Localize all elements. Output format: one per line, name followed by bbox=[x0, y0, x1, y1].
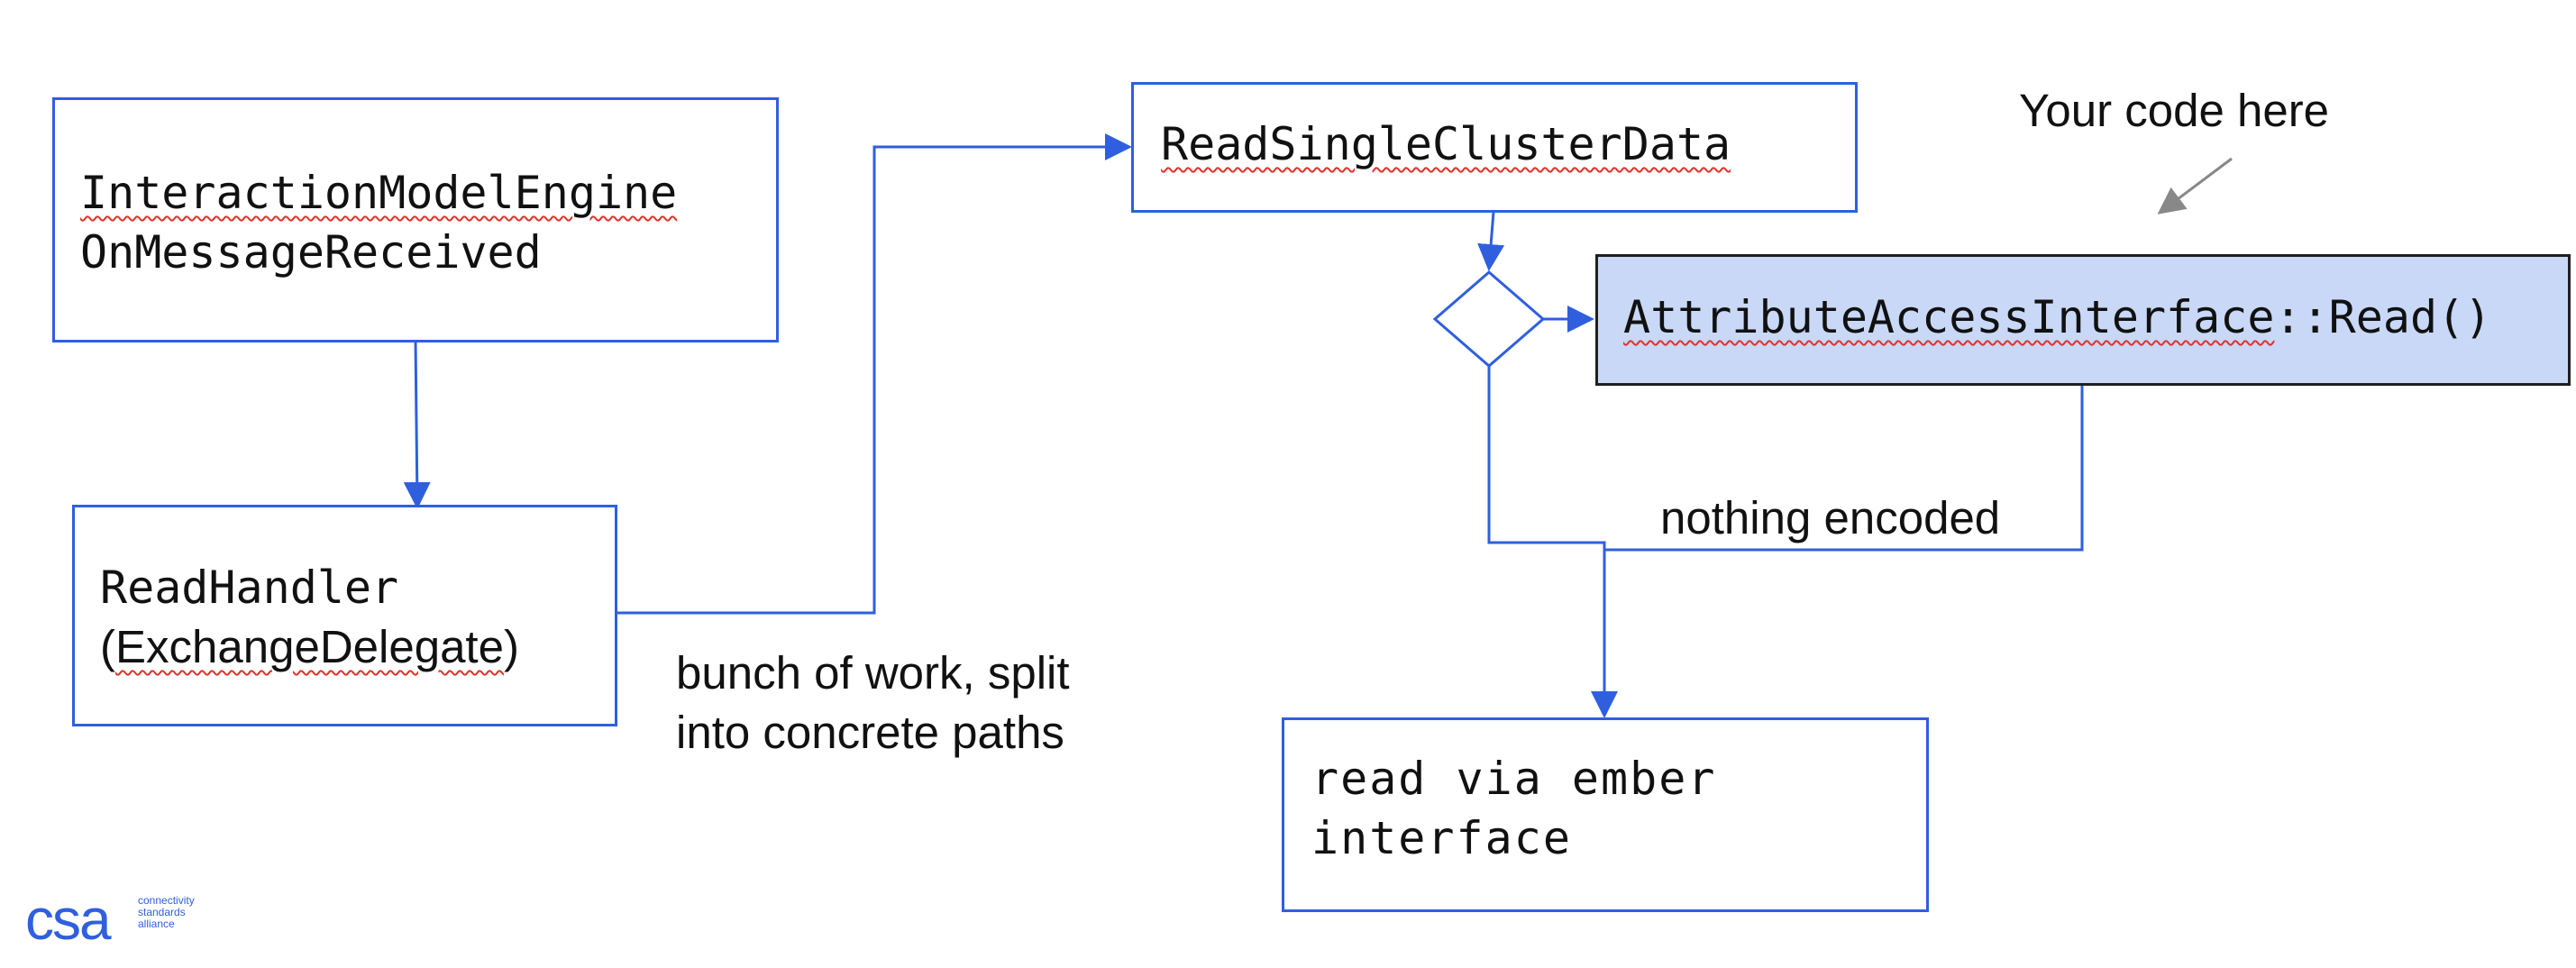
pointer-arrow bbox=[2157, 157, 2233, 215]
decision-diamond bbox=[1432, 270, 1546, 368]
node-readhandler-line2: (ExchangeDelegate) bbox=[100, 621, 519, 672]
annotation-your-code-here: Your code here bbox=[2019, 85, 2330, 136]
node-ember-line1: read via ember bbox=[1311, 753, 1717, 805]
line-aai-nothing-encoded bbox=[1604, 386, 2084, 552]
arrow-ime-to-readhandler bbox=[403, 340, 431, 509]
node-ime-line1: InteractionModelEngine bbox=[80, 167, 678, 219]
node-ember-line2: interface bbox=[1311, 812, 1572, 864]
csa-logo-mark: csa bbox=[25, 887, 112, 952]
node-read-single-cluster-data: ReadSingleClusterData bbox=[1131, 82, 1858, 213]
node-read-via-ember: read via ember interface bbox=[1282, 717, 1929, 912]
csa-logo: csa connectivity standards alliance bbox=[25, 888, 242, 951]
node-readhandler-line1: ReadHandler bbox=[100, 562, 399, 614]
node-aai-label: AttributeAccessInterface::Read() bbox=[1623, 291, 2492, 343]
arrow-readsingle-to-decision bbox=[1477, 211, 1505, 271]
annotation-nothing-encoded: nothing encoded bbox=[1660, 492, 2001, 543]
annotation-bunch-of-work: bunch of work, split into concrete paths bbox=[676, 647, 1070, 758]
arrow-decision-to-ember bbox=[1487, 366, 1618, 718]
node-ime-line2: OnMessageReceived bbox=[80, 226, 542, 279]
csa-logo-text: connectivity standards alliance bbox=[138, 894, 195, 930]
node-interaction-model-engine: InteractionModelEngine OnMessageReceived bbox=[52, 97, 779, 342]
node-attribute-access-interface: AttributeAccessInterface::Read() bbox=[1595, 254, 2571, 386]
node-readsingle-label: ReadSingleClusterData bbox=[1161, 118, 1731, 170]
arrow-readhandler-to-readsingle bbox=[617, 133, 1132, 615]
node-read-handler: ReadHandler (ExchangeDelegate) bbox=[72, 505, 617, 726]
